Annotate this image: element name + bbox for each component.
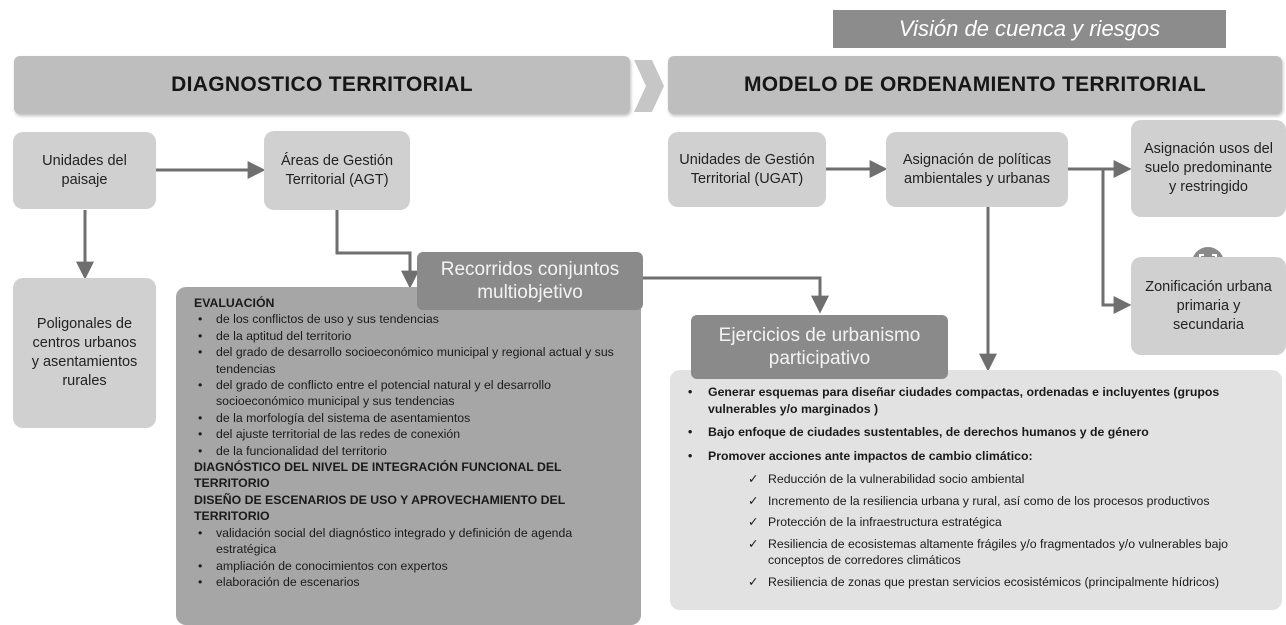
header-diagnostico: DIAGNOSTICO TERRITORIAL [14, 56, 630, 114]
evaluacion-item: de la morfología del sistema de asentami… [194, 410, 631, 427]
node-ejercicios: Ejercicios de urbanismo participativo [691, 315, 948, 379]
arrow-politicas-zonificacion [1101, 169, 1132, 314]
acciones-check: Protección de la infraestructura estraté… [684, 514, 1268, 531]
header-modelo: MODELO DE ORDENAMIENTO TERRITORIAL [668, 56, 1282, 114]
evaluacion-item: de la funcionalidad del territorio [194, 443, 631, 460]
node-zonificacion: Zonificación urbana primaria y secundari… [1131, 257, 1286, 355]
acciones-bullet: Bajo enfoque de ciudades sustentables, d… [684, 424, 1268, 441]
evaluacion-title: EVALUACIÓN [194, 296, 275, 310]
acciones-panel: Generar esquemas para diseñar ciudades c… [670, 370, 1282, 610]
diseno-item: validación social del diagnóstico integr… [194, 525, 631, 558]
acciones-bullet: Promover acciones ante impactos de cambi… [684, 448, 1268, 465]
node-unidades-paisaje: Unidades del paisaje [13, 132, 156, 209]
node-politicas: Asignación de políticas ambientales y ur… [886, 132, 1068, 207]
evaluacion-item: de los conflictos de uso y sus tendencia… [194, 311, 631, 328]
acciones-bullet: Generar esquemas para diseñar ciudades c… [684, 384, 1268, 417]
acciones-check: Resiliencia de zonas que prestan servici… [684, 574, 1268, 591]
node-agt: Áreas de Gestión Territorial (AGT) [264, 131, 410, 210]
evaluacion-panel: EVALUACIÓN de los conflictos de uso y su… [176, 287, 641, 625]
evaluacion-item: de la aptitud del territorio [194, 328, 631, 345]
diseno-item: elaboración de escenarios [194, 574, 631, 591]
vision-banner: Visión de cuenca y riesgos [833, 10, 1226, 48]
arrow-recorridos-ejercicios [643, 276, 829, 314]
node-usos-suelo: Asignación usos del suelo predominante y… [1131, 120, 1286, 217]
evaluacion-item: del grado de conflicto entre el potencia… [194, 377, 631, 410]
chevron-right-icon [634, 60, 664, 112]
diagnostico-heading: DIAGNÓSTICO DEL NIVEL DE INTEGRACIÓN FUN… [194, 460, 562, 491]
node-recorridos: Recorridos conjuntos multiobjetivo [417, 252, 643, 310]
diseno-item: ampliación de conocimientos con expertos [194, 558, 631, 575]
acciones-check: Reducción de la vulnerabilidad socio amb… [684, 471, 1268, 488]
diseno-heading: DISEÑO DE ESCENARIOS DE USO Y APROVECHAM… [194, 492, 566, 524]
evaluacion-item: del grado de desarrollo socioeconómico m… [194, 344, 631, 377]
acciones-check: Resiliencia de ecosistemas altamente frá… [684, 536, 1268, 569]
arrow-agt-recorridos [335, 210, 419, 289]
evaluacion-item: del ajuste territorial de las redes de c… [194, 426, 631, 443]
vision-banner-text: Visión de cuenca y riesgos [898, 16, 1161, 41]
node-poligonales: Poligonales de centros urbanos y asentam… [13, 278, 156, 428]
node-ugat: Unidades de Gestión Territorial (UGAT) [668, 132, 826, 207]
acciones-check: Incremento de la resiliencia urbana y ru… [684, 493, 1268, 510]
